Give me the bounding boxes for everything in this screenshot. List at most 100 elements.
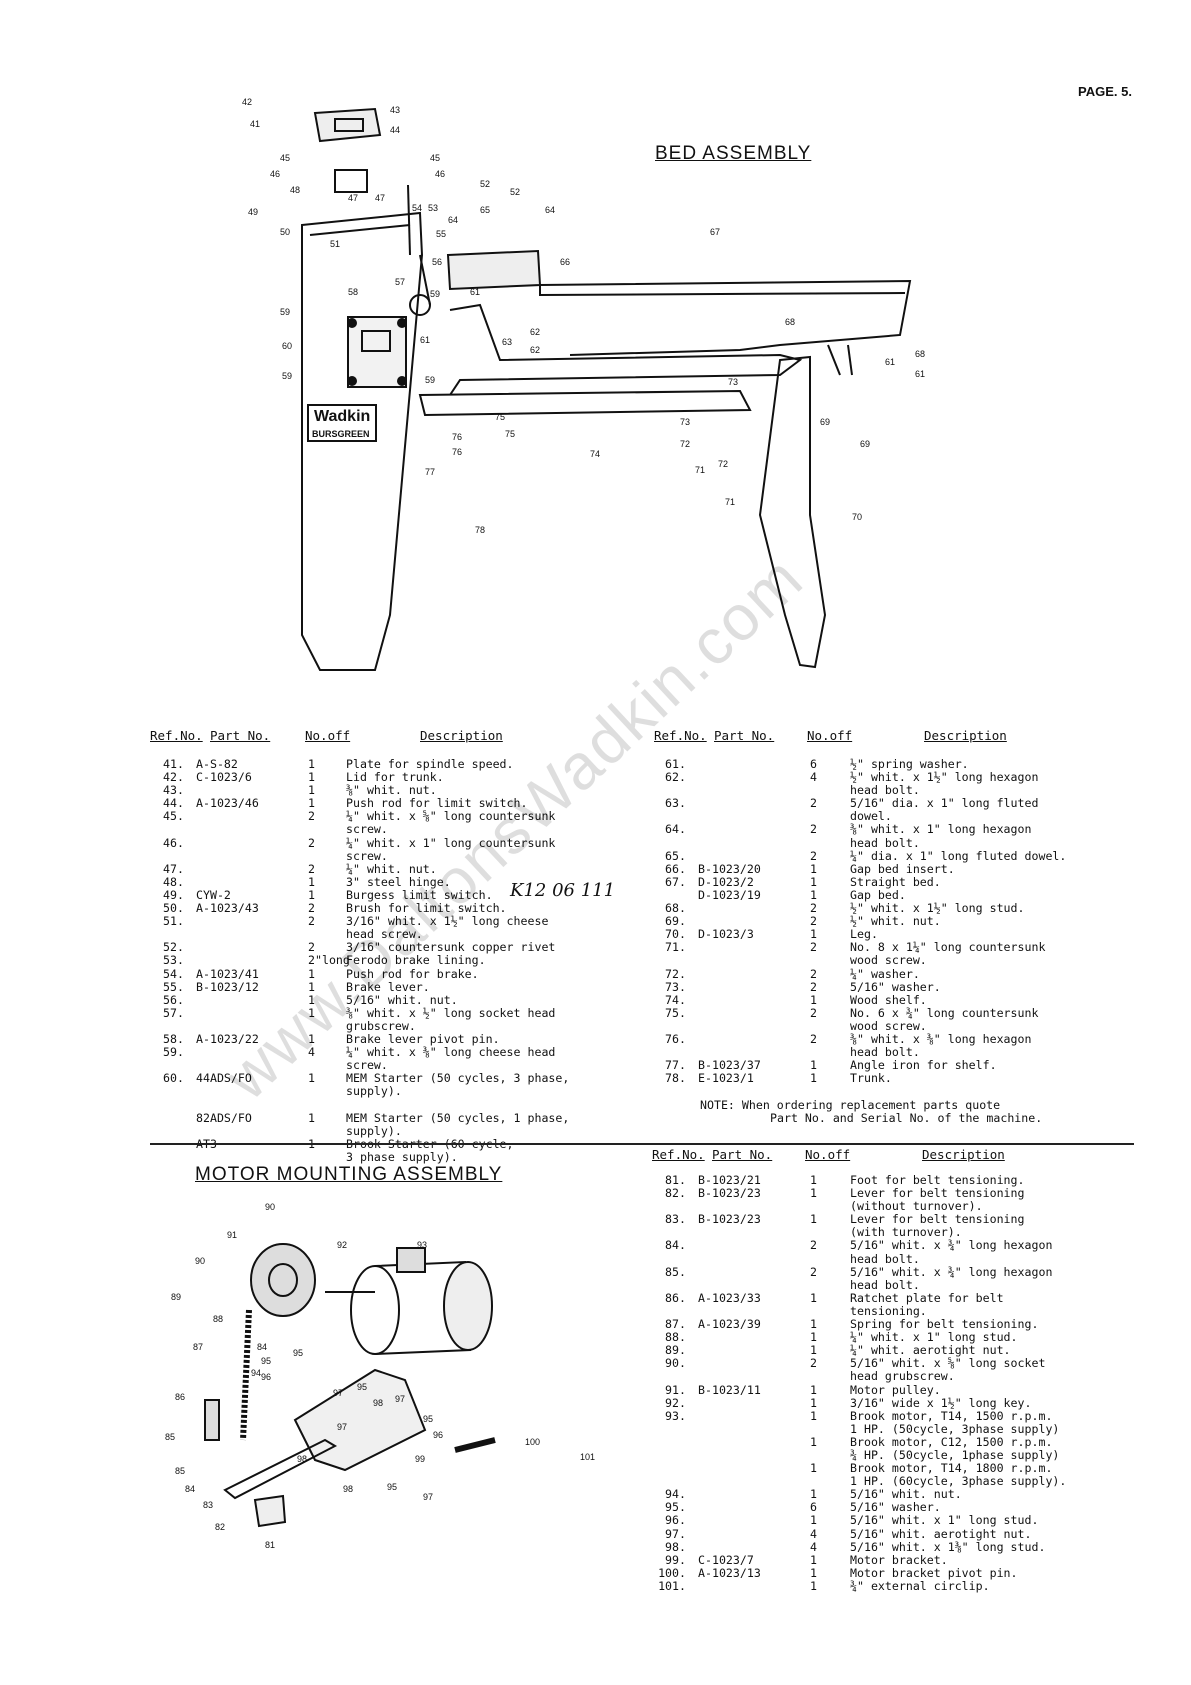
part-row-ref: 57. [163,1005,184,1020]
part-row-desc: 3/16" wide x 1½" long key. [850,1395,1032,1410]
part-row: head bolt. [650,1252,1100,1266]
part-row-ref: 91. [665,1382,686,1397]
part-row: head grubscrew. [650,1370,1100,1383]
part-row-part: B-1023/37 [698,1058,761,1073]
svg-text:83: 83 [203,1500,213,1510]
part-row-qty: 2 [308,914,315,929]
svg-text:78: 78 [475,525,485,535]
part-row-desc: 5/16" whit. aerotight nut. [850,1526,1032,1541]
part-row: ¾ HP. (50cycle, 1phase supply) [650,1448,1100,1462]
part-row-qty: 1 [810,1330,817,1345]
part-row-part: B-1023/21 [698,1173,761,1187]
part-row-desc: 5/16" whit. x 1⅜" long stud. [850,1539,1046,1554]
part-row-desc: Brake lever. [346,979,430,994]
part-row-ref: 90. [665,1356,686,1371]
svg-text:49: 49 [248,207,258,217]
part-row-ref: 78. [665,1071,686,1086]
svg-text:87: 87 [193,1342,203,1352]
part-row-qty: 2 [810,1356,817,1371]
page-number: PAGE. 5. [1078,84,1132,99]
part-row-qty: 1 [810,887,817,902]
svg-text:76: 76 [452,447,462,457]
part-row-ref: 92. [665,1395,686,1410]
part-row: supply). [150,1124,610,1138]
part-row-qty: 6 [810,1500,817,1515]
part-row-ref: 94. [665,1487,686,1502]
part-row-desc: Brook motor, T14, 1500 r.p.m. [850,1408,1053,1423]
part-row-part: A-S-82 [196,757,238,771]
part-row-qty: 2 [810,914,817,929]
part-row-desc: dowel. [850,809,892,824]
part-row-ref: 60. [163,1071,184,1086]
svg-text:47: 47 [375,193,385,203]
svg-text:82: 82 [215,1522,225,1532]
part-row-ref: 54. [163,966,184,981]
svg-text:95: 95 [293,1348,303,1358]
svg-text:62: 62 [530,327,540,337]
part-row-desc: Motor bracket. [850,1552,948,1567]
part-row-ref: 101. [658,1578,686,1593]
part-row-ref: 48. [163,874,184,889]
part-row: wood screw. [650,954,1090,967]
part-row-desc: head grubscrew. [850,1369,955,1384]
svg-text:62: 62 [530,345,540,355]
part-row-desc: ½" whit. x 1½" long stud. [850,901,1025,916]
part-row-qty: 6 [810,757,817,771]
part-row: tensioning. [650,1304,1100,1318]
part-row-desc: Wood shelf. [850,992,927,1007]
svg-text:43: 43 [390,105,400,115]
part-row-ref: 96. [665,1513,686,1528]
part-row-ref: 46. [163,835,184,850]
part-row-qty: 2 [308,861,315,876]
part-row-part: D-1023/3 [698,927,754,942]
svg-text:60: 60 [282,341,292,351]
part-row-desc: 5/16" whit. x ¾" long hexagon [850,1238,1053,1253]
svg-text:88: 88 [213,1314,223,1324]
svg-text:42: 42 [242,97,252,107]
part-row-ref: 73. [665,979,686,994]
part-row-ref: 56. [163,992,184,1007]
part-row-ref: 45. [163,809,184,824]
svg-text:68: 68 [915,349,925,359]
part-row-ref: 88. [665,1330,686,1345]
part-row-qty: 1 [810,1058,817,1073]
part-row-ref: 86. [665,1290,686,1305]
part-row-qty: 2 [810,796,817,811]
svg-text:75: 75 [505,429,515,439]
part-row-qty: 2 [810,940,817,955]
part-row-ref: 69. [665,914,686,929]
svg-text:44: 44 [390,125,400,135]
motor-header-ref: Ref.No. [652,1147,705,1162]
svg-text:66: 66 [560,257,570,267]
svg-text:98: 98 [373,1398,383,1408]
part-row-desc: Straight bed. [850,874,941,889]
part-row-qty: 1 [308,1005,315,1020]
part-row-ref: 67. [665,874,686,889]
svg-text:97: 97 [423,1492,433,1502]
part-row-desc: wood screw. [850,953,927,968]
part-row-desc: ¼" whit. x ⅜" long cheese head [346,1045,556,1060]
